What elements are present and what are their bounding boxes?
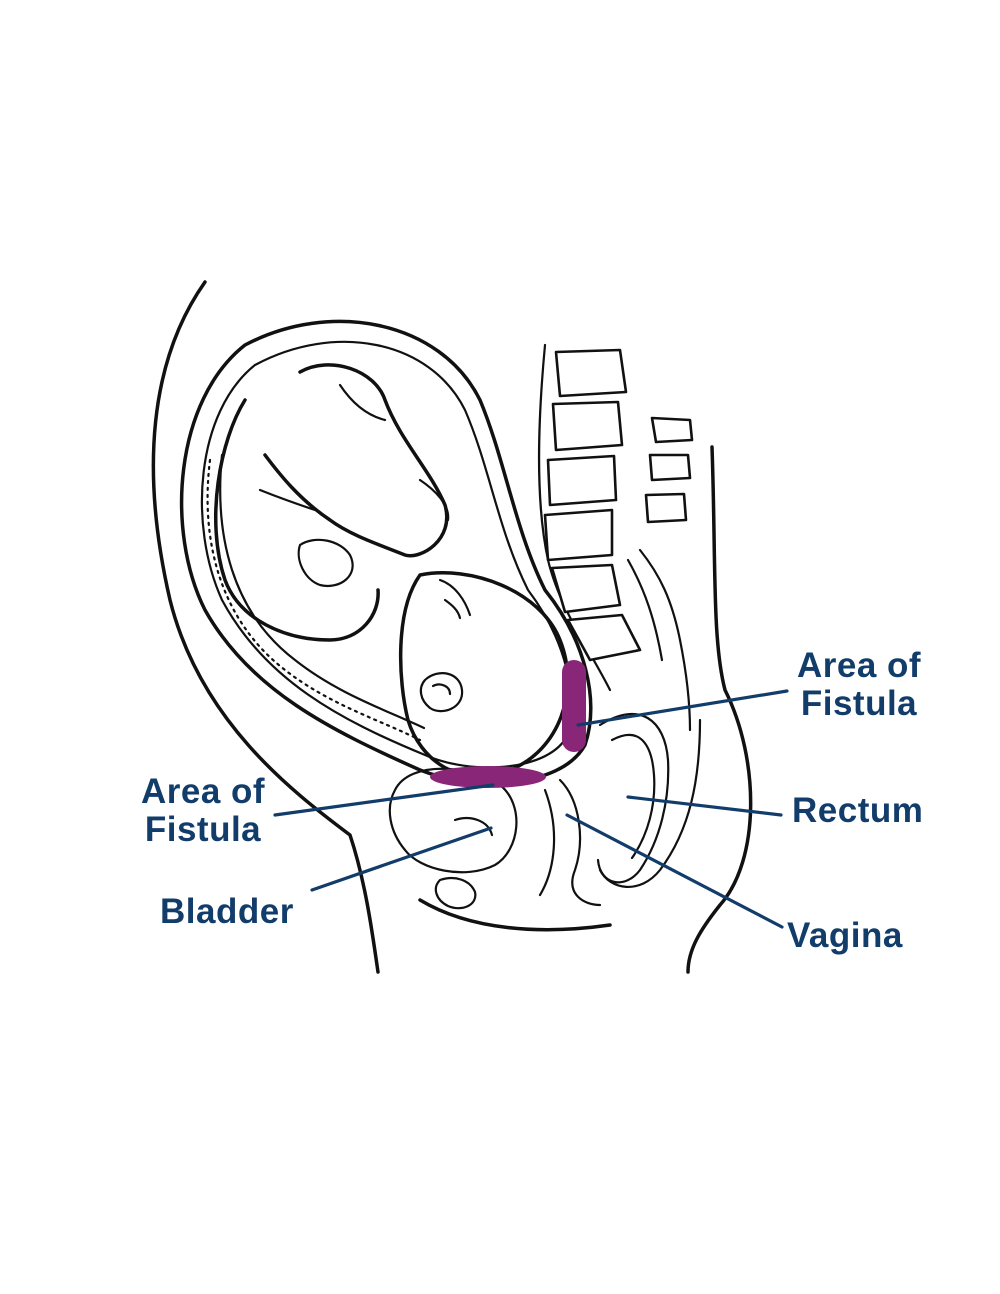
- spine: [537, 343, 694, 732]
- leader-fistula-upper: [576, 689, 789, 727]
- fistula-highlights: [430, 660, 586, 788]
- label-fistula-lower: Area of Fistula: [130, 773, 276, 849]
- body-outline: [151, 280, 753, 974]
- leader-bladder: [310, 826, 493, 892]
- label-fistula-lower-line1: Area of: [140, 772, 266, 811]
- leader-rectum: [626, 795, 783, 817]
- fistula-highlight-upper: [562, 660, 586, 752]
- label-bladder: Bladder: [160, 892, 294, 931]
- leader-fistula-lower: [273, 783, 495, 817]
- leader-vagina: [565, 813, 784, 929]
- label-vagina: Vagina: [787, 916, 903, 955]
- leader-lines: [273, 689, 789, 929]
- label-fistula-upper: Area of Fistula: [786, 647, 932, 723]
- label-fistula-upper-line1: Area of: [796, 646, 922, 685]
- uterus: [179, 319, 593, 785]
- pelvic-organs: [388, 712, 702, 910]
- label-fistula-lower-line2: Fistula: [144, 810, 262, 849]
- fistula-highlight-lower: [430, 766, 546, 788]
- label-rectum: Rectum: [792, 791, 924, 830]
- label-fistula-upper-line2: Fistula: [800, 684, 918, 723]
